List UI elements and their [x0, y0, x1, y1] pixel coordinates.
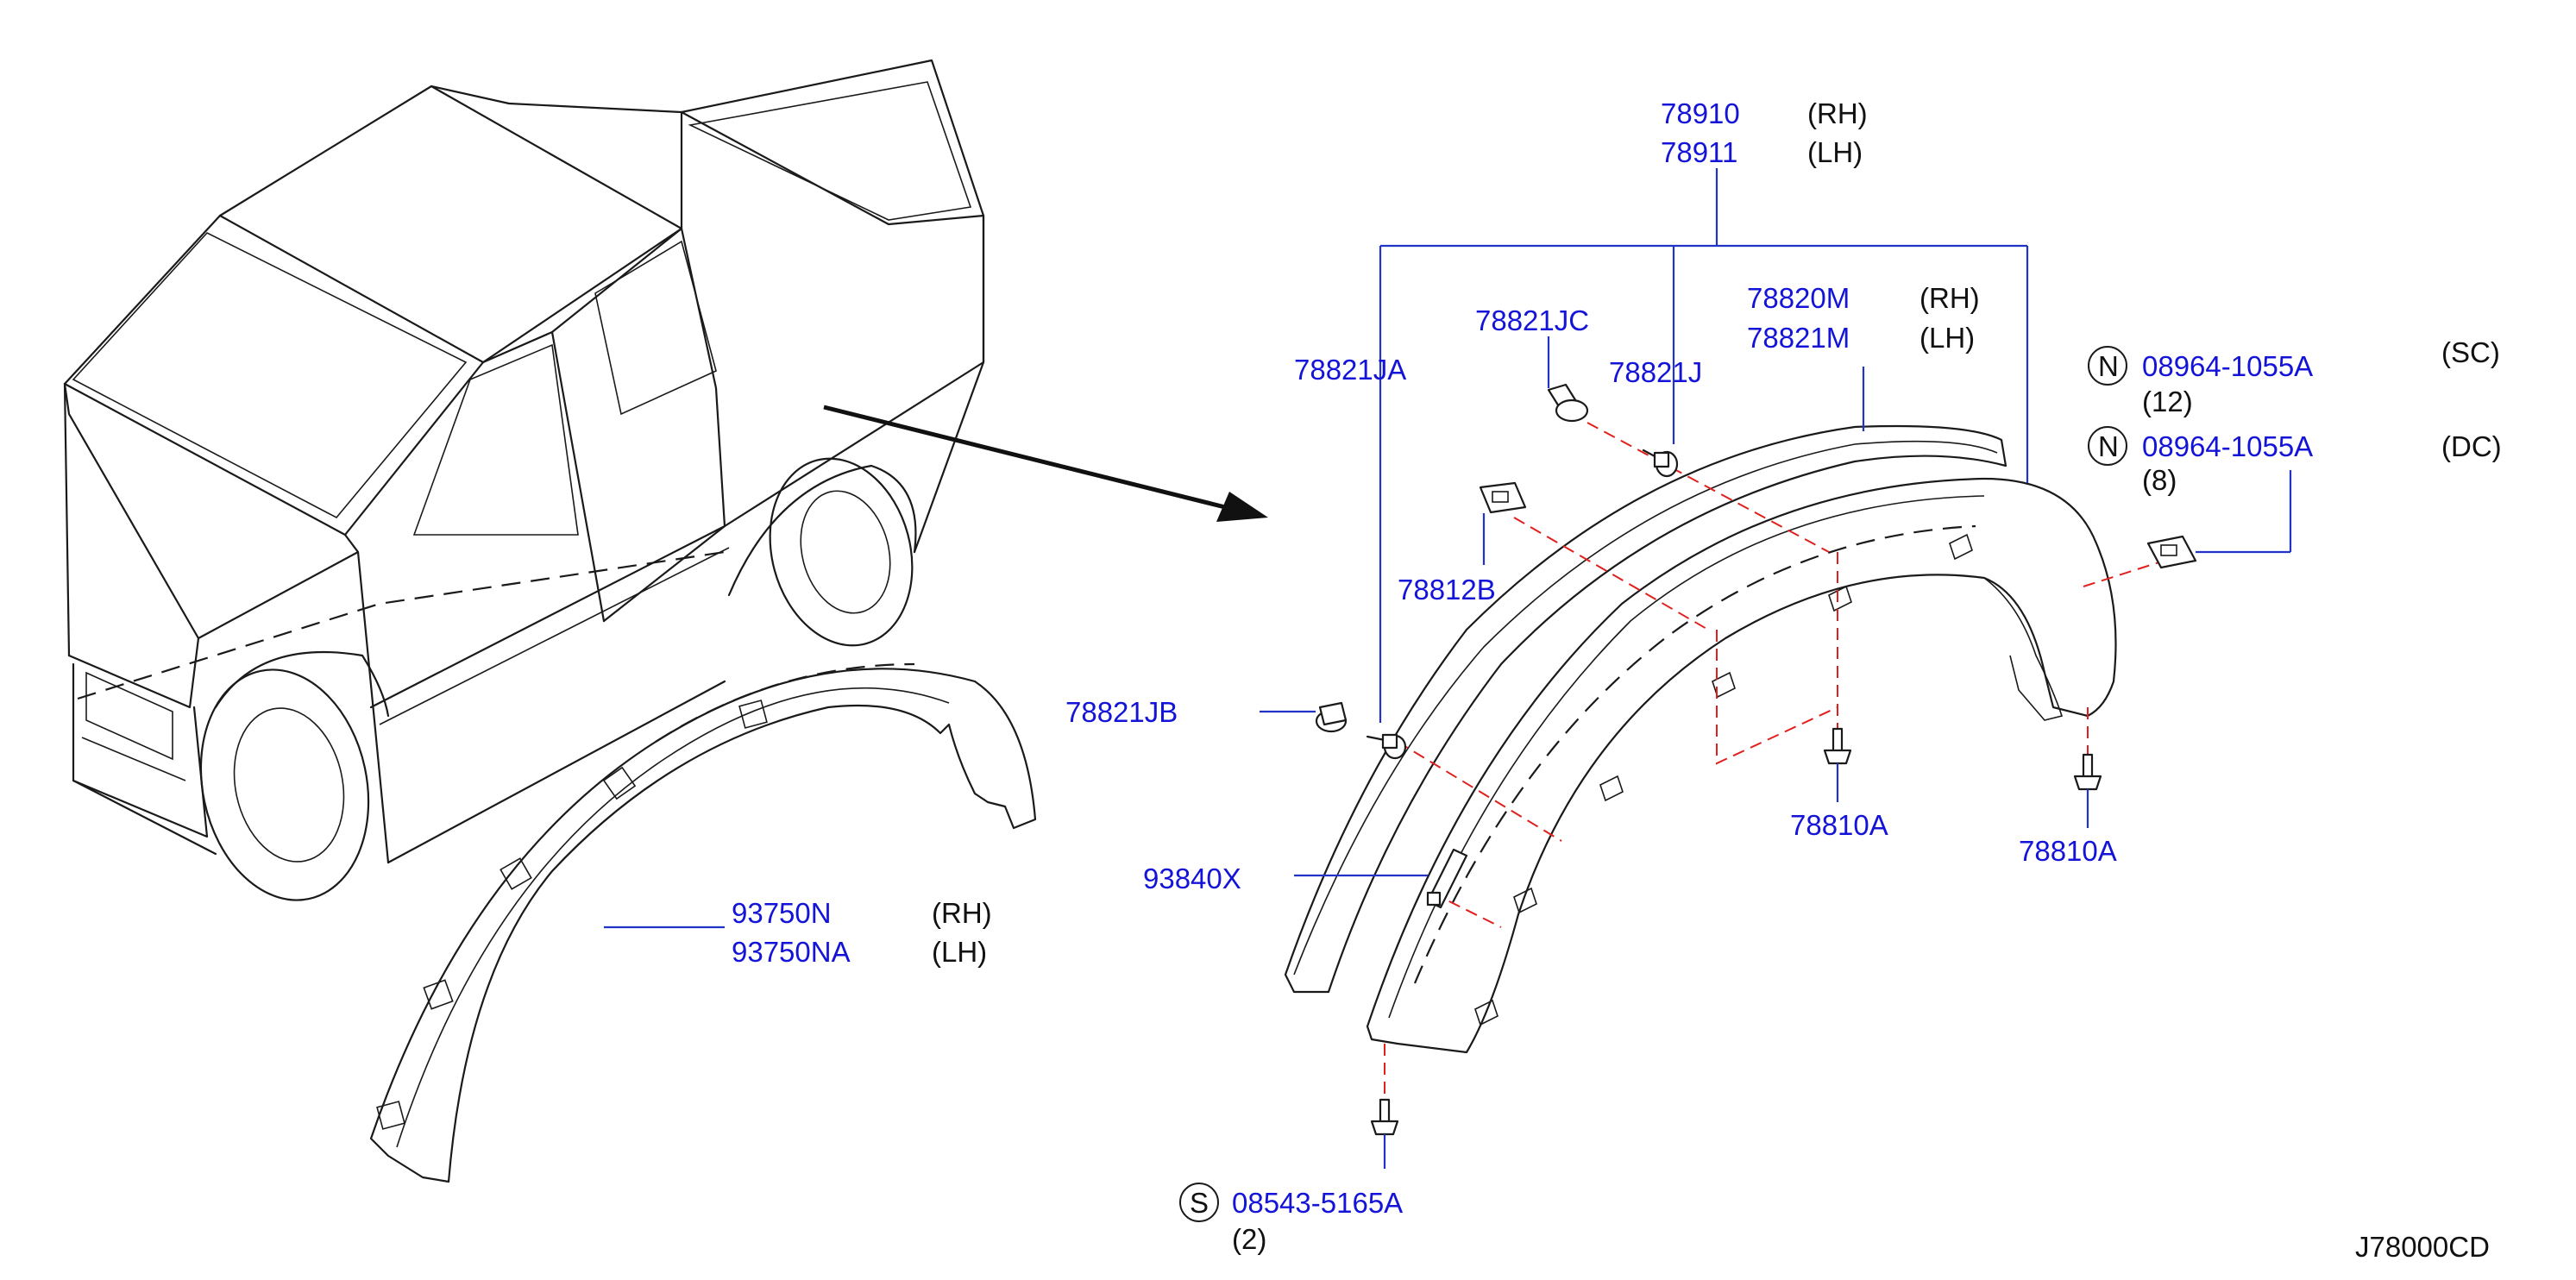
- lh-label-2: (LH): [1919, 322, 1975, 354]
- part-78810a-2: 78810A: [2019, 835, 2117, 867]
- lh-label-3: (LH): [932, 936, 987, 968]
- part-08543-5165a: 08543-5165A: [1232, 1187, 1403, 1219]
- direction-arrow: [823, 405, 1268, 522]
- fasteners: [1315, 383, 2197, 1136]
- part-78812b: 78812B: [1398, 574, 1496, 605]
- part-08964-sc: 08964-1055A: [2142, 350, 2313, 382]
- clip-78812b: [1479, 481, 1527, 514]
- qty-12: (12): [2142, 386, 2193, 417]
- part-78810a-1: 78810A: [1790, 809, 1888, 841]
- splash-guard-93750n: [369, 662, 1037, 1183]
- diagram-id: J78000CD: [2355, 1231, 2490, 1263]
- seal-93840x: [1426, 848, 1468, 909]
- rh-label-2: (RH): [1919, 282, 1980, 314]
- part-78821jb: 78821JB: [1065, 696, 1178, 728]
- part-78911: 78911: [1661, 136, 1737, 168]
- callouts: 78910 (RH) 78911 (LH) 78821JC 78821JA 78…: [732, 97, 2502, 1263]
- n-symbol-1: N: [2098, 350, 2119, 382]
- part-93750n: 93750N: [732, 897, 832, 929]
- part-78820m: 78820M: [1747, 282, 1850, 314]
- part-78910: 78910: [1661, 97, 1740, 129]
- s-symbol-circle: [1179, 1183, 1219, 1222]
- clip-08964: [2146, 535, 2197, 569]
- leader-lines: [604, 168, 2292, 1169]
- push-pin-78821j: [1642, 449, 1679, 478]
- push-pin-78821j-2: [1366, 733, 1407, 760]
- part-78821jc: 78821JC: [1475, 304, 1589, 336]
- rh-label-1: (RH): [1807, 97, 1868, 129]
- variant-sc: (SC): [2441, 336, 2500, 368]
- variant-dc: (DC): [2441, 430, 2502, 462]
- screw-78810a-1: [1823, 727, 1852, 765]
- part-93840x: 93840X: [1143, 863, 1241, 894]
- part-78821j: 78821J: [1609, 356, 1702, 388]
- part-08964-dc: 08964-1055A: [2142, 430, 2313, 462]
- truck-illustration: [63, 59, 985, 901]
- screw-78810a-2: [2073, 753, 2102, 791]
- qty-8: (8): [2142, 464, 2177, 496]
- grommet-78821jb: [1315, 701, 1348, 733]
- screw-08543: [1370, 1098, 1399, 1136]
- part-78821ja: 78821JA: [1294, 354, 1406, 386]
- n-symbol-2: N: [2098, 430, 2119, 462]
- lh-label-1: (LH): [1807, 136, 1863, 168]
- part-93750na: 93750NA: [732, 936, 851, 968]
- fender-flare-78910: [1284, 424, 2117, 1054]
- part-78821m: 78821M: [1747, 322, 1850, 354]
- n-symbol-circle-1: [2088, 346, 2127, 386]
- s-symbol: S: [1190, 1187, 1209, 1219]
- rh-label-3: (RH): [932, 897, 992, 929]
- qty-2: (2): [1232, 1223, 1266, 1255]
- n-symbol-circle-2: [2088, 426, 2127, 466]
- grommet-78821jc: [1547, 383, 1589, 423]
